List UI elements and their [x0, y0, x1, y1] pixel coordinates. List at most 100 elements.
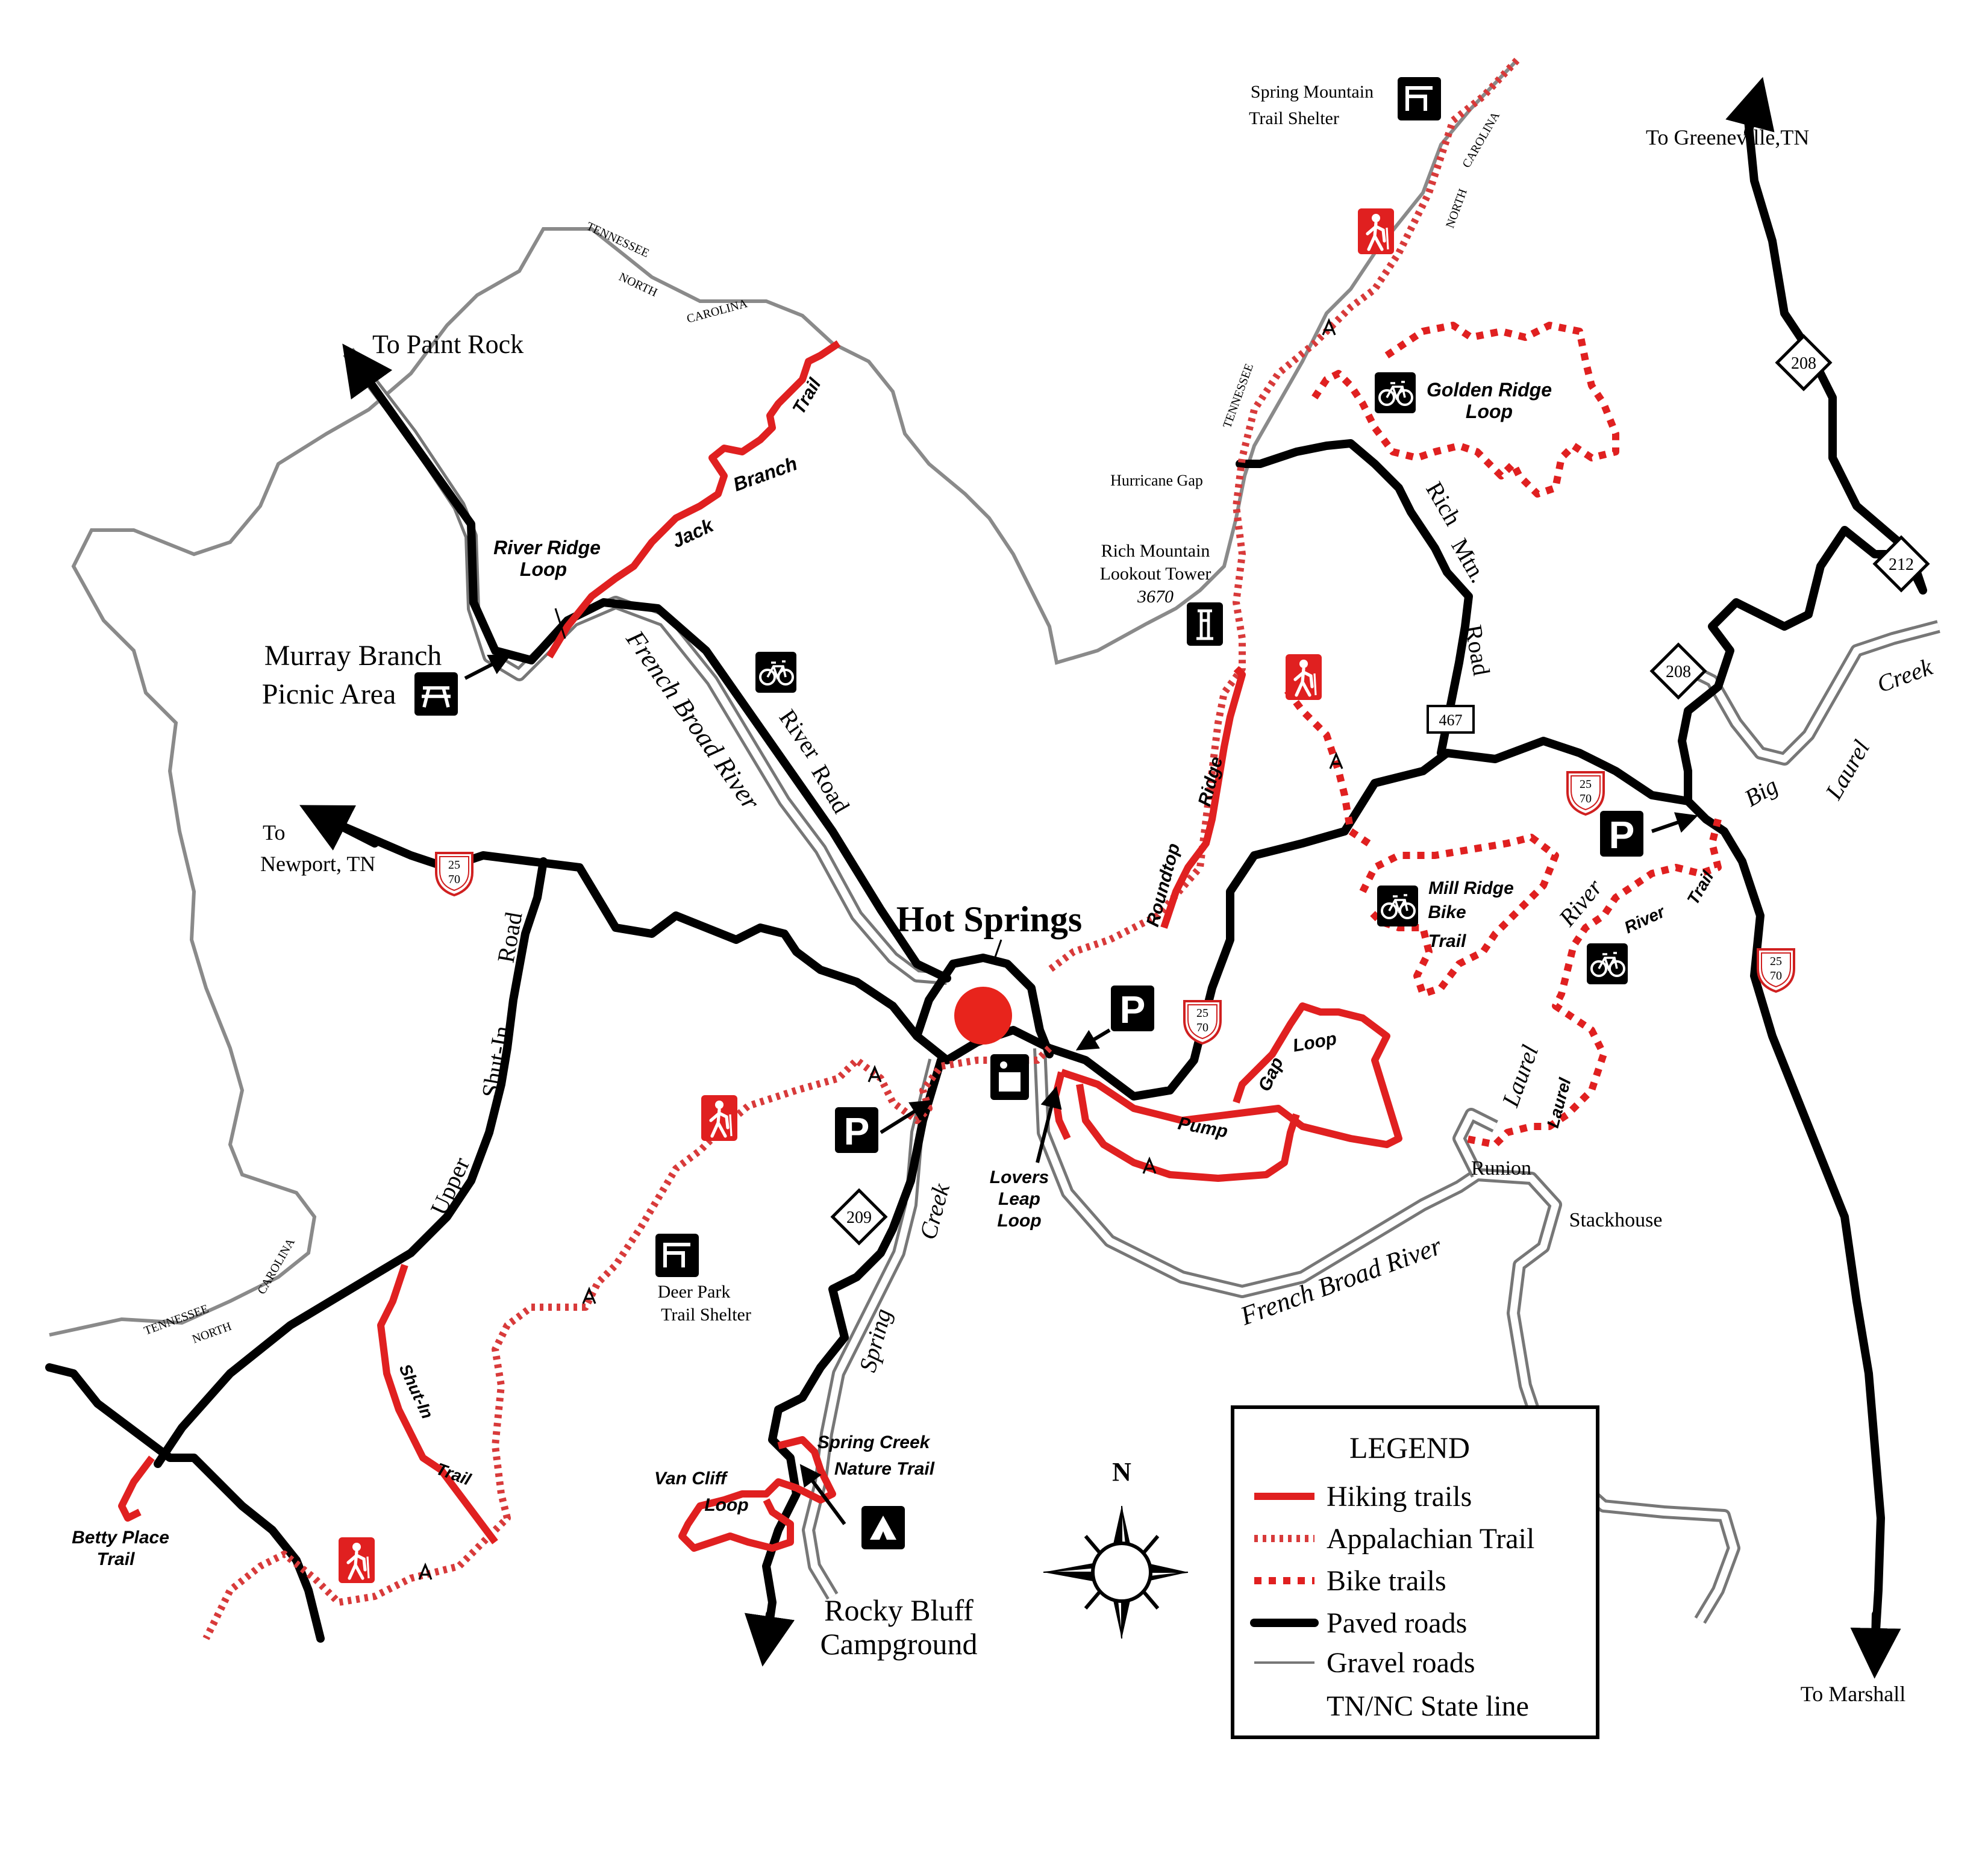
- road-labels: River Road Rich Mtn. Road Upper Shut-In …: [425, 477, 1495, 1219]
- shield-number: 70: [1580, 792, 1592, 805]
- arrow-paint-rock: [342, 343, 415, 444]
- trail-label: Trail: [789, 375, 825, 417]
- legend-item: Hiking trails: [1327, 1481, 1472, 1513]
- shield-number: 212: [1889, 555, 1914, 574]
- lookout-tower-icon: [1187, 602, 1223, 646]
- compass-rose: N: [1043, 1457, 1189, 1639]
- appalachian-trail: [202, 57, 1520, 1640]
- shield-number: 70: [448, 873, 460, 886]
- hiking-trails: [118, 340, 1402, 1552]
- shelter-icon: [1398, 77, 1441, 120]
- nc-212-shield: 212: [1875, 537, 1928, 590]
- trail-label: Loop: [1291, 1029, 1338, 1056]
- shield-number: 25: [1580, 778, 1592, 791]
- trail-label: Bike: [1428, 902, 1466, 922]
- state-label: NORTH: [190, 1320, 233, 1346]
- state-labels: TENNESSEE NORTH CAROLINA TENNESSEE NORTH…: [142, 110, 1502, 1346]
- state-label: CAROLINA: [1460, 110, 1502, 170]
- shield-number: 467: [1439, 711, 1463, 729]
- destination-label: Newport, TN: [260, 852, 375, 876]
- bicycle-icon: [1376, 884, 1419, 928]
- trail-label: Spring Creek: [817, 1432, 931, 1452]
- arrow-rocky-bluff: [744, 1610, 795, 1667]
- shield-number: 208: [1791, 354, 1816, 373]
- hot-springs-leader: [992, 939, 1002, 964]
- trail-label: Loop: [997, 1211, 1041, 1231]
- shield-number: 70: [1770, 969, 1782, 982]
- trail-label: Betty Place: [72, 1528, 169, 1548]
- road-label: Rich: [1421, 477, 1467, 530]
- legend-item: Bike trails: [1327, 1565, 1446, 1597]
- legend-item: Paved roads: [1327, 1607, 1467, 1639]
- hiker-icon: [701, 1095, 737, 1141]
- state-label: NORTH: [617, 270, 660, 300]
- road-label: Shut-In: [477, 1024, 516, 1100]
- shelter-label: Trail Shelter: [661, 1305, 751, 1325]
- hiker-icon: [1286, 654, 1322, 700]
- creek-label: Creek: [914, 1180, 955, 1243]
- trail-label: Laurel: [1543, 1075, 1575, 1129]
- nc-208-shield: 208: [1777, 336, 1830, 389]
- legend-item: Appalachian Trail: [1327, 1523, 1534, 1555]
- bicycle-icon: [1374, 371, 1417, 414]
- trail-label: Van Cliff: [654, 1469, 728, 1489]
- legend-title: LEGEND: [1349, 1431, 1470, 1464]
- bicycle-icon: [1586, 942, 1629, 986]
- trail-label: Trail: [97, 1549, 135, 1569]
- us-25-70-shield: 25 70: [435, 852, 474, 896]
- picnic-area-label: Murray Branch: [264, 640, 442, 672]
- destination-label: To Greeneville,TN: [1646, 125, 1809, 149]
- shield-number: 70: [1196, 1021, 1208, 1034]
- river-label: River: [1553, 873, 1608, 931]
- community-label: Stackhouse: [1569, 1209, 1663, 1231]
- state-label: NORTH: [1443, 187, 1470, 230]
- parking-icon: [1111, 986, 1154, 1031]
- trail-label: Loop: [1466, 401, 1513, 422]
- tower-label: Lookout Tower: [1100, 564, 1211, 584]
- trail-label: Nature Trail: [834, 1459, 935, 1479]
- creek-label: Big: [1740, 772, 1783, 812]
- trail-label: Loop: [520, 558, 567, 580]
- legend: LEGEND Hiking trails Appalachian Trail B…: [1231, 1405, 1599, 1739]
- trail-label: Trail: [1428, 931, 1466, 951]
- town-label: Hot Springs: [896, 899, 1082, 939]
- shield-number: 209: [846, 1208, 872, 1227]
- route-shields: 25 70 25 70 25 70 25 70 208 208 212: [435, 336, 1928, 1243]
- destination-label: To: [263, 820, 285, 845]
- nc-208-shield: 208: [1652, 645, 1705, 698]
- legend-box: [1231, 1405, 1599, 1739]
- us-25-70-shield: 25 70: [1566, 771, 1605, 816]
- trail-label: Lovers: [990, 1167, 1049, 1187]
- trail-label: Gap: [1254, 1054, 1287, 1095]
- place-labels: Hot Springs Murray Branch Picnic Area To…: [260, 82, 1905, 1706]
- trail-label: Branch: [730, 452, 800, 496]
- nc-209-shield: 209: [833, 1190, 886, 1243]
- campground-label: Campground: [820, 1627, 977, 1661]
- arrow-greeneville: [1725, 77, 1775, 137]
- shield-number: 25: [1770, 955, 1782, 968]
- legend-item: Gravel roads: [1327, 1647, 1475, 1679]
- picnic-area-label: Picnic Area: [262, 678, 396, 710]
- trail-label: River: [1621, 902, 1668, 937]
- trail-label: Golden Ridge: [1427, 379, 1552, 401]
- campground-icon: [861, 1506, 905, 1549]
- bicycle-icon: [754, 651, 798, 694]
- pointer-arrows: [464, 608, 1698, 1525]
- shield-number: 25: [1196, 1007, 1208, 1020]
- state-label: TENNESSEE: [584, 220, 651, 260]
- us-25-70-shield: 25 70: [1757, 948, 1795, 993]
- gap-label: Hurricane Gap: [1110, 472, 1203, 489]
- community-label: Runion: [1471, 1157, 1531, 1179]
- destination-label: To Paint Rock: [372, 330, 524, 359]
- arrow-newport: [299, 805, 379, 851]
- trail-label: River Ridge: [493, 537, 601, 558]
- creek-label: Creek: [1874, 653, 1937, 698]
- campground-label: Rocky Bluff: [824, 1593, 974, 1627]
- tower-elevation: 3670: [1137, 587, 1174, 607]
- state-line-tn-nc: [49, 58, 1519, 1337]
- sr-467-shield: 467: [1427, 705, 1475, 734]
- trail-label: Mill Ridge: [1428, 878, 1514, 898]
- information-icon: [990, 1054, 1029, 1100]
- road-label: Road: [1460, 623, 1495, 678]
